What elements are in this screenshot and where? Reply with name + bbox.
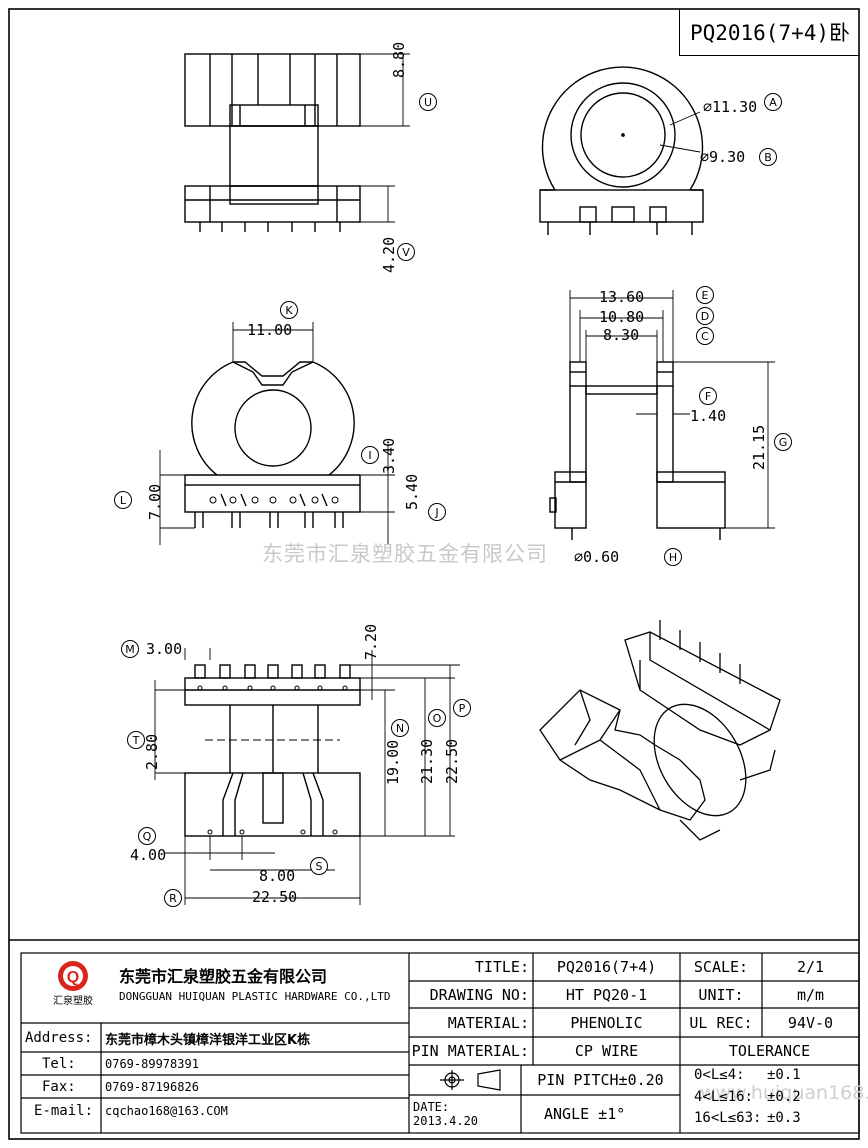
dim-b: ⌀9.30 (700, 148, 746, 166)
email-label: E-mail: (34, 1103, 94, 1119)
dim-l: 7.00 (146, 483, 164, 520)
drawing-no-label: DRAWING NO: (429, 985, 529, 1004)
dim-k: 11.00 (247, 321, 293, 339)
marker-r: R (164, 889, 182, 907)
material-label: MATERIAL: (447, 1013, 529, 1032)
tol1-value: ±0.1 (767, 1067, 801, 1083)
company-name-cn: 东莞市汇泉塑胶五金有限公司 (119, 967, 328, 986)
material-value: PHENOLIC (570, 1013, 643, 1032)
marker-a: A (764, 93, 782, 111)
pin-pitch: PIN PITCH±0.20 (537, 1071, 664, 1089)
marker-m: M (121, 640, 139, 658)
dim-f: 1.40 (690, 407, 727, 425)
pin-material-value: CP WIRE (574, 1042, 639, 1060)
dim-c: 8.30 (603, 326, 640, 344)
dim-lines-bobbin (159, 322, 395, 545)
email-value: cqchao168@163.COM (105, 1104, 228, 1118)
tol2-value: ±0.2 (767, 1089, 801, 1105)
ul-value: 94V-0 (787, 1013, 834, 1032)
unit-value: m/m (796, 985, 825, 1004)
dim-h: ⌀0.60 (574, 548, 620, 566)
marker-p: P (453, 699, 471, 717)
dim-m: 3.00 (146, 640, 183, 658)
marker-s: S (310, 857, 328, 875)
dim-o: 21.30 (418, 738, 436, 784)
dim-i: 3.40 (380, 437, 398, 474)
marker-k: K (280, 301, 298, 319)
marker-o: O (428, 709, 446, 727)
drawing-frame (8, 8, 860, 1140)
logo-letter: Q (67, 969, 79, 986)
dim-t: 2.80 (143, 733, 161, 770)
marker-e: E (696, 286, 714, 304)
angle: ANGLE ±1° (544, 1105, 626, 1123)
dim-j: 5.40 (403, 473, 421, 510)
scale-label: SCALE: (693, 958, 749, 976)
drawing-no-value: HT PQ20-1 (565, 985, 648, 1004)
tel-value: 0769-89978391 (105, 1057, 199, 1071)
part-title: PQ2016(7+4)卧 (679, 9, 860, 56)
dim-lines-front (360, 53, 410, 223)
title-block-lines (20, 952, 860, 1134)
ul-label: UL REC: (689, 1013, 753, 1032)
dim-v: 4.20 (380, 236, 398, 273)
marker-j: J (428, 503, 446, 521)
tol3-value: ±0.3 (767, 1110, 801, 1126)
dim-a: ⌀11.30 (703, 98, 758, 116)
address-value: 东莞市樟木头镇樟洋银洋工业区K栋 (105, 1032, 311, 1048)
dim-u: 8.80 (390, 41, 408, 78)
dim-e: 13.60 (599, 288, 645, 306)
tel-label: Tel: (42, 1056, 76, 1072)
side-view (539, 66, 704, 235)
tol1-range: 0<L≤4: (694, 1067, 745, 1083)
front-view (184, 53, 361, 232)
date: DATE: 2013.4.20 (413, 1100, 479, 1128)
pin-material-label: PIN MATERIAL: (411, 1042, 529, 1060)
projection-symbol-icon (440, 1069, 501, 1091)
marker-q: Q (138, 827, 156, 845)
marker-u: U (419, 93, 437, 111)
marker-v: V (397, 243, 415, 261)
dim-q: 4.00 (130, 846, 167, 864)
dim-s: 8.00 (259, 867, 296, 885)
marker-f: F (699, 387, 717, 405)
fax-label: Fax: (42, 1079, 76, 1095)
tol2-range: 4<L≤16: (694, 1089, 754, 1105)
watermark-url: www.huiquan168.com (700, 1082, 868, 1104)
company-name-en: DONGGUAN HUIQUAN PLASTIC HARDWARE CO.,LT… (119, 990, 391, 1003)
unit-label: UNIT: (698, 985, 744, 1004)
title-value: PQ2016(7+4) (556, 958, 657, 976)
marker-t: T (127, 731, 145, 749)
marker-l: L (114, 491, 132, 509)
marker-d: D (696, 307, 714, 325)
address-label: Address: (25, 1030, 93, 1046)
bobbin-front-view (184, 361, 361, 528)
dim-p: 22.50 (443, 738, 461, 784)
company-logo: Q 汇泉塑胶 (38, 958, 108, 1008)
tolerance-label: TOLERANCE (728, 1042, 811, 1060)
marker-h: H (664, 548, 682, 566)
logo-text: 汇泉塑胶 (53, 994, 93, 1007)
dim-d: 10.80 (599, 308, 645, 326)
title-label: TITLE: (474, 958, 529, 976)
dim-lines-section (569, 290, 775, 529)
marker-i: I (361, 446, 379, 464)
dim-g: 21.15 (750, 424, 768, 470)
scale-value: 2/1 (796, 958, 825, 976)
tol3-range: 16<L≤63: (694, 1110, 762, 1126)
dim-top: 7.20 (362, 623, 380, 660)
section-view (549, 361, 726, 540)
isometric-view (539, 620, 781, 841)
marker-c: C (696, 327, 714, 345)
dim-n: 19.00 (384, 739, 402, 785)
bottom-view (184, 664, 361, 837)
marker-g: G (774, 433, 792, 451)
marker-b: B (759, 148, 777, 166)
marker-n: N (391, 719, 409, 737)
watermark-text: 东莞市汇泉塑胶五金有限公司 (262, 542, 548, 566)
dim-r: 22.50 (252, 888, 298, 906)
fax-value: 0769-87196826 (105, 1080, 199, 1094)
